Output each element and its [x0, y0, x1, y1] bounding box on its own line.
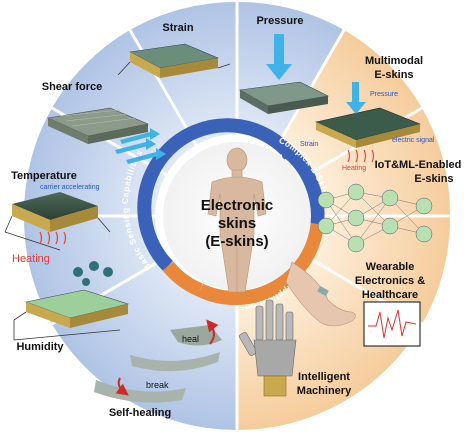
humidity-device-icon — [13, 289, 130, 341]
wearable-label-line3: Healthcare — [362, 289, 418, 301]
human-body-icon — [207, 147, 267, 293]
iot-label-line1: IoT&ML-Enabled — [375, 159, 462, 171]
ring-orange-arc-2 — [162, 261, 203, 297]
humidity-label: Humidity — [16, 341, 64, 353]
pressure-device-icon — [239, 81, 329, 114]
temperature-label: Temperature — [11, 170, 77, 182]
break-annotation: break — [146, 380, 169, 390]
strain-label: Strain — [162, 22, 193, 34]
svg-text:Electronic: Electronic — [201, 197, 274, 214]
temperature-device-icon — [4, 192, 111, 251]
ring-arrow-icon — [279, 139, 296, 161]
self-healing-label: Self-healing — [109, 407, 171, 419]
multimodal-label-line2: E-skins — [374, 69, 413, 81]
ecg-monitor-icon — [363, 301, 421, 347]
wearable-label-line2: Electronics & — [355, 275, 425, 287]
strain-small-annotation: Strain — [300, 141, 318, 148]
pressure-label: Pressure — [256, 15, 303, 27]
break-arrow-icon — [115, 377, 129, 396]
intelligent-label-line2: Machinery — [297, 385, 352, 397]
heating-big-annotation: Heating — [12, 253, 50, 265]
electric-signal-annotation: electric signal — [392, 137, 435, 144]
ring-orange-arc — [196, 223, 324, 306]
carrier-annotation: carrier accelerating — [40, 184, 100, 191]
shear-arrows-icon — [115, 128, 166, 164]
ring-blue-arc-right — [281, 144, 325, 225]
svg-text:(E-skins): (E-skins) — [205, 233, 268, 250]
iot-label-line2: E-skins — [414, 173, 453, 185]
strain-device-icon — [117, 43, 231, 78]
hand-wearable-icon — [285, 261, 356, 327]
water-molecule-icon — [73, 261, 113, 286]
center-title: Electronic skins (E-skins) — [201, 197, 274, 250]
robot-hand-icon — [238, 299, 297, 397]
pressure-arrow-icon — [266, 34, 292, 80]
heal-arrow-icon — [206, 319, 219, 345]
multimodal-label-line1: Multimodal — [365, 55, 423, 67]
wearable-label-line1: Wearable — [366, 261, 415, 273]
wearable-patch-icon — [317, 285, 329, 297]
multimodal-pressure-arrow-icon — [346, 82, 366, 114]
multimodal-device-icon — [315, 107, 421, 163]
shear-device-icon — [46, 107, 150, 144]
pressure-small-annotation: Pressure — [370, 91, 398, 98]
heal-annotation: heal — [182, 334, 199, 344]
ring-blue-arc — [137, 118, 291, 271]
heating-small-annotation: Heating — [342, 165, 366, 172]
svg-text:skins: skins — [218, 215, 256, 232]
intelligent-label-line1: Intelligent — [298, 371, 350, 383]
shear-force-label: Shear force — [42, 81, 103, 93]
neural-network-icon — [317, 183, 433, 253]
